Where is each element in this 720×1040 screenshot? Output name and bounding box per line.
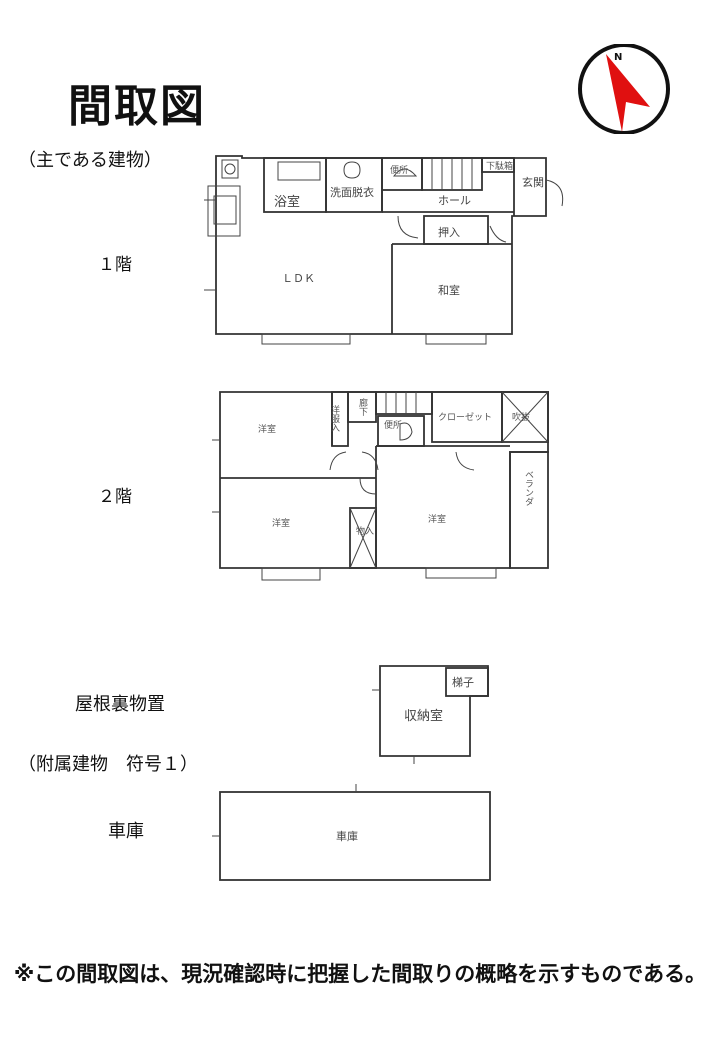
f1-hall-label: ホール <box>438 194 471 207</box>
f1-closet-label: 押入 <box>438 225 460 239</box>
page-title: 間取図 <box>68 81 206 132</box>
f2-balcony-label: ベランダ <box>523 470 534 506</box>
f1-bath-label: 浴室 <box>274 194 300 210</box>
f1-entrance-label: 玄関 <box>522 175 544 189</box>
attic-ladder-label: 梯子 <box>452 676 474 689</box>
f1-toilet-label: 便所 <box>390 164 408 176</box>
garage-plan <box>212 784 491 881</box>
f2-western-room-right-label: 洋室 <box>428 513 446 525</box>
compass-letter: N <box>614 52 622 63</box>
garage-room-label: 車庫 <box>336 829 358 843</box>
f2-toilet-label: 便所 <box>384 419 402 431</box>
garage-label: 車庫 <box>108 821 144 842</box>
f1-japanese-room-label: 和室 <box>438 283 460 297</box>
f2-closet-label: クローゼット <box>438 411 492 423</box>
main-building-caption: （主である建物） <box>18 150 162 171</box>
floor2-plan <box>212 391 549 581</box>
compass-icon: N <box>578 44 670 134</box>
f1-washroom-label: 洗面脱衣 <box>330 185 374 199</box>
attic-label: 屋根裏物置 <box>75 694 165 715</box>
f2-western-room-top-label: 洋室 <box>258 423 276 435</box>
floor1-plan <box>204 155 564 345</box>
floor1-label: １階 <box>98 255 132 275</box>
annex-caption: （附属建物 符号１） <box>18 754 198 775</box>
f2-western-room-left-label: 洋室 <box>272 517 290 529</box>
compass-needle <box>606 54 650 132</box>
f2-wardrobe-label: 洋服入 <box>329 404 340 432</box>
attic-storage-room-label: 収納室 <box>404 708 443 724</box>
f1-shoe-cabinet-label: 下駄箱 <box>486 160 513 172</box>
floor2-label: ２階 <box>98 487 132 507</box>
attic-plan <box>372 665 489 764</box>
f2-corridor-label: 廊下 <box>357 397 368 417</box>
f1-ldk-label: ＬＤＫ <box>282 272 315 285</box>
f2-atrium-label: 吹抜 <box>512 411 530 423</box>
footer-note: ※この間取図は、現況確認時に把握した間取りの概略を示すものである。 <box>13 962 707 986</box>
f2-storage-label: 物入 <box>356 525 374 537</box>
